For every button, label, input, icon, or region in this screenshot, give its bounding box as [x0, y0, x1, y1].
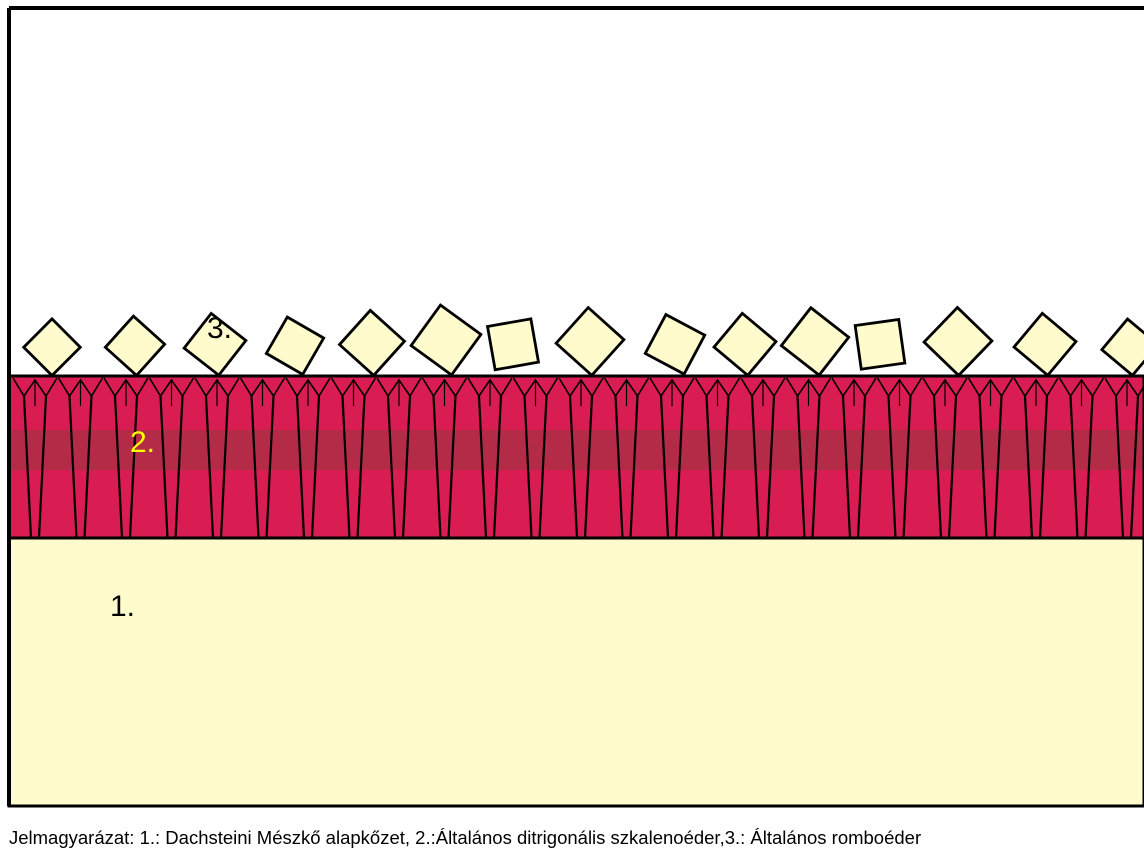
rhombohedron-crystal: [24, 319, 81, 376]
rhombohedron-crystals: [24, 305, 1144, 375]
rhombohedron-crystal: [781, 308, 848, 375]
rhombohedron-crystal: [556, 308, 624, 376]
rhombohedron-crystal: [488, 319, 539, 370]
rhombohedron-crystal: [1014, 313, 1076, 375]
rhombohedron-crystal: [924, 308, 992, 376]
limestone-bed: [9, 538, 1144, 806]
label-layer-2: 2.: [130, 426, 155, 459]
rhombohedron-crystal: [645, 315, 705, 375]
rhombohedron-crystal: [714, 313, 776, 375]
rhombohedron-crystal: [1102, 319, 1144, 375]
rhombohedron-crystal: [855, 319, 905, 369]
label-layer-1: 1.: [110, 590, 135, 623]
label-layer-3: 3.: [207, 312, 232, 345]
scalenohedron-layer: [9, 376, 1144, 538]
rhombohedron-crystal: [411, 305, 481, 375]
rhombohedron-crystal: [266, 317, 323, 374]
legend-text: Jelmagyarázat: 1.: Dachsteini Mészkő ala…: [9, 826, 1144, 850]
rhombohedron-crystal: [105, 316, 164, 375]
rhombohedron-crystal: [340, 310, 405, 375]
